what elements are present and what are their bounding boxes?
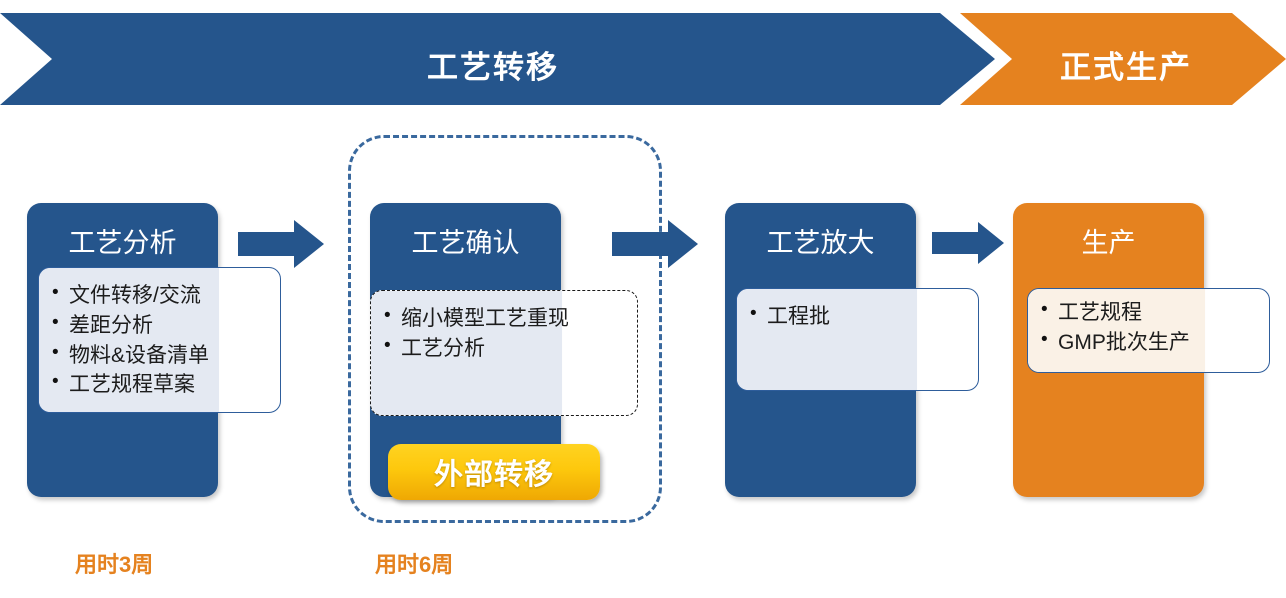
stage-title-process-scale-up: 工艺放大: [766, 228, 875, 258]
list-item: 工程批: [750, 301, 970, 332]
list-item: 差距分析: [52, 310, 272, 341]
banner-chevron-formal-production: [960, 13, 1286, 105]
banner-label-formal-production: 正式生产: [1060, 50, 1192, 85]
duration-label-stage2: 用时6周: [375, 552, 454, 577]
callout-production: 工艺规程 GMP批次生产: [1027, 288, 1270, 373]
list-item: 文件转移/交流: [52, 280, 272, 311]
callout-process-scale-up: 工程批: [736, 288, 979, 391]
callout-list-process-analysis: 文件转移/交流 差距分析 物料&设备清单 工艺规程草案: [39, 268, 280, 408]
banner-label-process-transfer: 工艺转移: [427, 50, 559, 85]
banner-chevron-process-transfer: [0, 13, 995, 105]
stage-title-process-analysis: 工艺分析: [68, 228, 177, 258]
stage-title-production: 生产: [1081, 228, 1136, 258]
list-item: 工艺规程: [1041, 297, 1261, 328]
list-item: GMP批次生产: [1041, 327, 1261, 358]
stage-title-process-confirmation: 工艺确认: [411, 228, 520, 258]
callout-list-process-confirmation: 缩小模型工艺重现 工艺分析: [371, 291, 637, 372]
list-item: 工艺规程草案: [52, 369, 272, 400]
duration-label-stage1: 用时3周: [75, 552, 154, 577]
badge-external-transfer[interactable]: 外部转移: [388, 444, 600, 500]
list-item: 工艺分析: [384, 333, 629, 364]
badge-external-transfer-label: 外部转移: [433, 459, 554, 491]
callout-process-confirmation: 缩小模型工艺重现 工艺分析: [370, 290, 638, 416]
arrow-stage3-to-stage4: [932, 222, 1004, 269]
callout-process-analysis: 文件转移/交流 差距分析 物料&设备清单 工艺规程草案: [38, 267, 281, 413]
callout-list-production: 工艺规程 GMP批次生产: [1028, 289, 1269, 366]
header-banner-group: 工艺转移 正式生产: [0, 0, 1286, 120]
callout-list-process-scale-up: 工程批: [737, 289, 978, 340]
list-item: 缩小模型工艺重现: [384, 303, 629, 334]
arrow-stage1-to-stage2: [238, 220, 324, 273]
external-transfer-group-outline: [348, 135, 662, 523]
arrow-stage2-to-stage3: [612, 220, 698, 273]
list-item: 物料&设备清单: [52, 340, 272, 371]
